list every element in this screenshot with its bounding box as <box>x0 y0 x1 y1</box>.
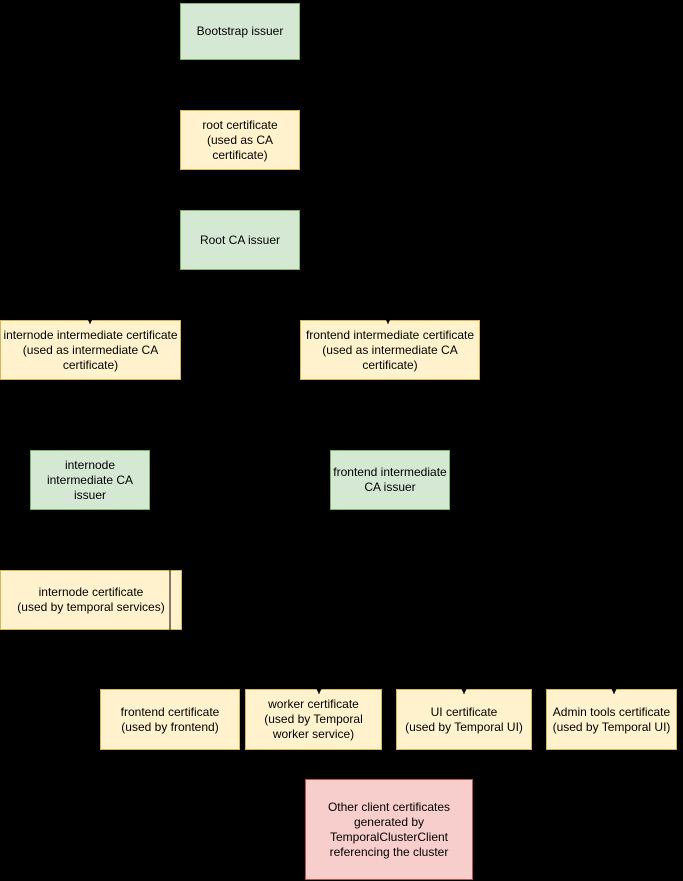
diagram-node-internode-intermediate-certificate: internode intermediate certificate (used… <box>0 320 181 380</box>
connector-root-ca-issuer-to-frontend-intermediate-certificate <box>239 270 389 324</box>
diagram-node-root-ca-issuer: Root CA issuer <box>180 210 300 270</box>
connector-frontend-intermediate-ca-issuer-to-ui-certificate <box>389 510 465 694</box>
diagram-node-internode-certificate: internode certificate (used by temporal … <box>0 570 182 630</box>
diagram-node-admin-tools-certificate: Admin tools certificate (used by Tempora… <box>546 689 677 750</box>
connector-frontend-intermediate-ca-issuer-to-worker-certificate <box>318 510 391 694</box>
diagram-node-internode-intermediate-ca-issuer: internode intermediate CA issuer <box>30 450 150 510</box>
diagram-node-frontend-intermediate-certificate: frontend intermediate certificate (used … <box>300 320 480 380</box>
arrowhead-icon <box>384 768 394 777</box>
diagram-node-frontend-intermediate-ca-issuer: frontend intermediate CA issuer <box>330 450 450 510</box>
diagram-node-root-certificate: root certificate (used as CA certificate… <box>180 110 300 170</box>
arrowhead-icon <box>165 678 175 687</box>
connector-worker-certificate-to-other-client-certificates <box>313 750 390 777</box>
arrowhead-icon <box>235 199 245 208</box>
diagram-node-ui-certificate: UI certificate (used by Temporal UI) <box>396 689 532 750</box>
arrowhead-icon <box>85 439 95 448</box>
diagram-node-frontend-certificate: frontend certificate (used by frontend) <box>100 689 240 750</box>
connector-frontend-intermediate-ca-issuer-to-frontend-certificate <box>169 510 391 687</box>
connector-root-ca-issuer-to-internode-intermediate-certificate <box>89 270 241 324</box>
diagram-node-other-client-certificates: Other client certificates generated by T… <box>305 779 473 880</box>
arrowhead-icon <box>85 559 95 568</box>
diagram-node-worker-certificate: worker certificate (used by Temporal wor… <box>245 689 382 750</box>
connector-frontend-intermediate-ca-issuer-to-admin-tools-certificate <box>389 510 615 694</box>
arrowhead-icon <box>235 99 245 108</box>
arrowhead-icon <box>385 439 395 448</box>
diagram-node-bootstrap-issuer: Bootstrap issuer <box>180 3 300 60</box>
